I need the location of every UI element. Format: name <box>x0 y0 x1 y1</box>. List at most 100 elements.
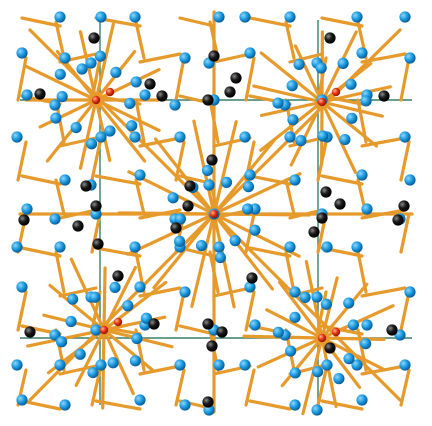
bond <box>138 52 182 64</box>
bond <box>244 368 256 407</box>
black-atom-icon <box>92 238 104 250</box>
bond <box>94 246 142 258</box>
black-atom-icon <box>182 200 194 212</box>
blue-atom-icon <box>293 58 305 71</box>
blue-atom-icon <box>134 281 146 293</box>
bond <box>248 399 292 411</box>
blue-atom-icon <box>289 367 301 379</box>
bond <box>316 290 328 332</box>
bond <box>178 324 216 336</box>
black-atom-icon <box>202 94 214 106</box>
bond <box>360 136 407 148</box>
blue-atom-icon <box>351 11 363 23</box>
bond <box>320 399 364 411</box>
blue-atom-icon <box>11 359 23 371</box>
blue-atom-icon <box>174 131 186 143</box>
blue-atom-icon <box>49 213 61 225</box>
black-atom-icon <box>398 200 410 212</box>
bond <box>212 120 238 216</box>
black-atom-icon <box>392 214 404 226</box>
black-atom-icon <box>144 78 156 90</box>
atom-layer <box>11 11 416 416</box>
blue-atom-icon <box>203 179 215 191</box>
blue-atom-icon <box>239 131 251 143</box>
blue-atom-icon <box>16 281 28 293</box>
blue-atom-icon <box>195 240 208 252</box>
black-atom-icon <box>206 154 218 166</box>
bond <box>252 84 324 104</box>
blue-atom-icon <box>337 57 349 69</box>
bond <box>54 178 66 216</box>
black-atom-icon <box>34 88 46 100</box>
bond <box>38 98 98 129</box>
blue-atom-icon <box>90 208 102 220</box>
black-atom-icon <box>156 90 168 102</box>
blue-atom-icon <box>174 213 186 225</box>
blue-atom-icon <box>110 66 122 78</box>
blue-atom-icon <box>54 359 66 371</box>
blue-atom-icon <box>229 235 241 247</box>
blue-atom-icon <box>21 203 33 215</box>
blue-atom-icon <box>74 348 86 360</box>
blue-atom-icon <box>86 138 98 150</box>
blue-atom-icon <box>295 135 307 147</box>
red-center-atom-icon <box>99 325 109 335</box>
bond <box>190 212 216 308</box>
bond <box>212 212 274 291</box>
blue-atom-icon <box>244 47 256 59</box>
bond <box>320 336 386 341</box>
blue-atom-icon <box>351 241 363 253</box>
blue-atom-icon <box>56 336 68 348</box>
red-center-atom-icon <box>317 333 327 343</box>
blue-atom-icon <box>126 120 138 132</box>
blue-atom-icon <box>360 338 372 350</box>
bond <box>212 212 402 402</box>
bond <box>316 368 328 407</box>
bond <box>16 56 28 102</box>
bond <box>212 286 252 298</box>
bond <box>259 100 324 118</box>
black-atom-icon <box>334 198 346 210</box>
blue-atom-icon <box>394 329 406 341</box>
bond <box>212 138 276 216</box>
blue-atom-icon <box>311 404 323 416</box>
bond <box>320 16 364 28</box>
blue-atom-icon <box>129 241 141 253</box>
blue-atom-icon <box>107 357 119 369</box>
bond <box>320 174 364 186</box>
bond <box>20 399 62 411</box>
bond <box>102 328 135 396</box>
blue-atom-icon <box>174 359 186 371</box>
bond <box>320 94 364 106</box>
bond <box>320 100 379 148</box>
blue-atom-icon <box>11 241 23 253</box>
blue-atom-icon <box>286 80 298 92</box>
blue-atom-icon <box>242 181 255 193</box>
black-atom-icon <box>208 50 220 62</box>
bond <box>356 98 368 144</box>
blue-atom-icon <box>242 203 254 215</box>
bond <box>399 290 411 332</box>
bond <box>54 250 66 294</box>
black-atom-icon <box>148 318 160 330</box>
bond <box>320 100 358 175</box>
red-center-atom-icon <box>113 317 123 327</box>
bond <box>20 16 62 28</box>
bond <box>284 250 296 294</box>
black-atom-icon <box>72 220 84 232</box>
bond <box>212 52 252 64</box>
blue-atom-icon <box>179 52 191 64</box>
blue-atom-icon <box>315 62 327 74</box>
bond <box>280 336 324 388</box>
blue-atom-icon <box>399 359 411 371</box>
blue-atom-icon <box>95 359 107 371</box>
blue-atom-icon <box>134 169 146 181</box>
bond <box>24 64 98 102</box>
blue-atom-icon <box>343 353 355 365</box>
blue-atom-icon <box>289 311 301 323</box>
red-center-atom-icon <box>209 209 219 219</box>
bond <box>138 364 182 376</box>
bond <box>58 364 98 376</box>
bond <box>174 368 186 407</box>
blue-atom-icon <box>320 298 332 310</box>
